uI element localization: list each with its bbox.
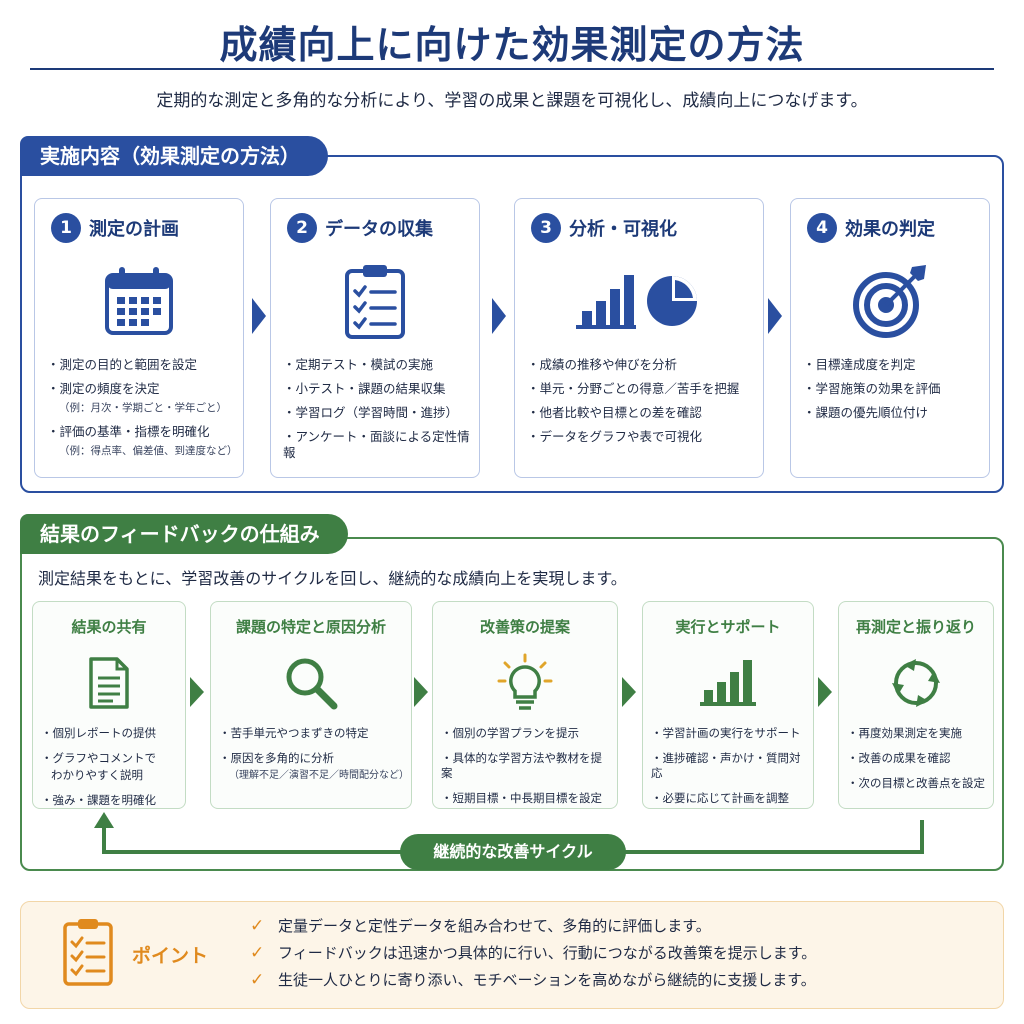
cycle-connector: [102, 826, 106, 854]
step-item-list: 成績の推移や伸びを分析 単元・分野ごとの得意／苦手を把握 他者比較や目標との差を…: [527, 357, 757, 453]
calendar-icon: [35, 261, 243, 341]
checkmark-icon: ✓: [250, 970, 265, 990]
point-item: ✓フィードバックは迅速かつ具体的に行い、行動につながる改善策を提示します。: [250, 943, 817, 963]
point-label: ポイント: [132, 945, 209, 967]
list-item: 改善の成果を確認: [847, 751, 989, 766]
list-item: データをグラフや表で可視化: [527, 429, 757, 445]
list-item: 測定の目的と範囲を設定: [47, 357, 237, 373]
list-item: 小テスト・課題の結果収集: [283, 381, 473, 397]
point-list: ✓定量データと定性データを組み合わせて、多角的に評価します。 ✓フィードバックは…: [250, 916, 816, 997]
list-item: 進捗確認・声かけ・質問対応: [651, 751, 809, 781]
step-title: 効果の判定: [845, 219, 935, 240]
list-item: 強み・課題を明確化: [41, 793, 181, 808]
bar-pie-chart-icon: [515, 261, 763, 341]
list-item: 再度効果測定を実施: [847, 726, 989, 741]
arrow-up-icon: [94, 812, 114, 828]
list-item: 成績の推移や伸びを分析: [527, 357, 757, 373]
list-item: 測定の頻度を決定（例：月次・学期ごと・学年ごと）: [47, 381, 237, 416]
step-number: 4: [807, 213, 837, 243]
magnifier-icon: [211, 650, 411, 716]
feedback-item-list: 苦手単元やつまずきの特定 原因を多角的に分析（理解不足／演習不足／時間配分など）: [219, 726, 409, 793]
feedback-card-support: 実行とサポート 学習計画の実行をサポート 進捗確認・声かけ・質問対応 必要に応じ…: [642, 601, 814, 809]
feedback-card-title: 実行とサポート: [675, 618, 781, 636]
arrow-right-icon: [622, 677, 636, 707]
step-title: 分析・可視化: [569, 219, 677, 240]
list-item: 個別の学習プランを提示: [441, 726, 613, 741]
point-item: ✓定量データと定性データを組み合わせて、多角的に評価します。: [250, 916, 711, 936]
step-number: 1: [51, 213, 81, 243]
list-item: 具体的な学習方法や教材を提案: [441, 751, 613, 781]
target-icon: [791, 261, 989, 341]
page-subtitle: 定期的な測定と多角的な分析により、学習の成果と課題を可視化し、成績向上につなげま…: [156, 91, 868, 111]
list-item: 定期テスト・模試の実施: [283, 357, 473, 373]
arrow-right-icon: [818, 677, 832, 707]
feedback-item-list: 再度効果測定を実施 改善の成果を確認 次の目標と改善点を設定: [847, 726, 989, 801]
list-item: 学習施策の効果を評価: [803, 381, 983, 397]
page-title: 成績向上に向けた効果測定の方法: [219, 23, 805, 67]
step-title: 測定の計画: [89, 219, 179, 240]
arrow-right-icon: [190, 677, 204, 707]
step-item-list: 定期テスト・模試の実施 小テスト・課題の結果収集 学習ログ（学習時間・進捗） ア…: [283, 357, 473, 469]
bar-chart-icon: [643, 650, 813, 716]
point-box: [20, 901, 1004, 1009]
title-divider: [30, 68, 994, 70]
feedback-card-proposal: 改善策の提案 個別の学習プランを提示 具体的な学習方法や教材を提案 短期目標・中…: [432, 601, 618, 809]
list-item: 課題の優先順位付け: [803, 405, 983, 421]
feedback-card-title: 再測定と振り返り: [855, 618, 976, 636]
feedback-section-description: 測定結果をもとに、学習改善のサイクルを回し、継続的な成績向上を実現します。: [38, 569, 627, 588]
step-card-evaluate: 4 効果の判定 目標達成度を判定 学習施策の効果を評価 課題の優先順位付け: [790, 198, 990, 478]
checklist-icon: [62, 918, 114, 990]
step-number: 2: [287, 213, 317, 243]
list-item: 単元・分野ごとの得意／苦手を把握: [527, 381, 757, 397]
list-item: アンケート・面談による定性情報: [283, 429, 473, 461]
checkmark-icon: ✓: [250, 916, 265, 936]
list-item: 個別レポートの提供: [41, 726, 181, 741]
list-item: 学習計画の実行をサポート: [651, 726, 809, 741]
measurement-section: [20, 155, 1004, 493]
cycle-connector: [920, 820, 924, 854]
list-item: 他者比較や目標との差を確認: [527, 405, 757, 421]
feedback-card-title: 改善策の提案: [479, 618, 570, 636]
clipboard-checklist-icon: [271, 261, 479, 341]
feedback-section: [20, 537, 1004, 871]
step-item-list: 測定の目的と範囲を設定 測定の頻度を決定（例：月次・学期ごと・学年ごと） 評価の…: [47, 357, 238, 467]
feedback-card-title: 結果の共有: [71, 618, 147, 636]
arrow-right-icon: [414, 677, 428, 707]
arrow-right-icon: [768, 298, 782, 334]
cycle-label: 継続的な改善サイクル: [400, 834, 626, 870]
document-icon: [33, 650, 185, 716]
feedback-section-heading: 結果のフィードバックの仕組み: [20, 514, 348, 554]
step-card-collect: 2 データの収集 定期テスト・模試の実施 小テスト・課題の結果収集 学習ログ（学…: [270, 198, 480, 478]
measurement-section-heading: 実施内容（効果測定の方法）: [20, 136, 328, 176]
list-item: 目標達成度を判定: [803, 357, 983, 373]
feedback-card-remeasure: 再測定と振り返り 再度効果測定を実施 改善の成果を確認 次の目標と改善点を設定: [838, 601, 994, 809]
list-item: 次の目標と改善点を設定: [847, 776, 989, 791]
step-number: 3: [531, 213, 561, 243]
feedback-card-title: 課題の特定と原因分析: [235, 618, 386, 636]
list-item: 学習ログ（学習時間・進捗）: [283, 405, 473, 421]
point-item: ✓生徒一人ひとりに寄り添い、モチベーションを高めながら継続的に支援します。: [250, 970, 816, 990]
step-item-list: 目標達成度を判定 学習施策の効果を評価 課題の優先順位付け: [803, 357, 983, 429]
list-item: 必要に応じて計画を調整: [651, 791, 809, 806]
step-card-analyze: 3 分析・可視化 成績の推移や伸びを分析 単元・分野ごとの得意／苦手を把握 他者…: [514, 198, 764, 478]
step-card-plan: 1 測定の計画 測定の目的と範囲を設定 測定の頻度を決定（例：月次・学期ごと・学…: [34, 198, 244, 478]
list-item: 苦手単元やつまずきの特定: [219, 726, 407, 741]
cycle-arrows-icon: [839, 650, 993, 716]
feedback-item-list: 学習計画の実行をサポート 進捗確認・声かけ・質問対応 必要に応じて計画を調整: [651, 726, 809, 816]
arrow-right-icon: [492, 298, 506, 334]
list-item: 評価の基準・指標を明確化（例：得点率、偏差値、到達度など）: [47, 424, 238, 459]
lightbulb-icon: [433, 650, 617, 716]
list-item: 短期目標・中長期目標を設定: [441, 791, 613, 806]
feedback-card-analysis: 課題の特定と原因分析 苦手単元やつまずきの特定 原因を多角的に分析（理解不足／演…: [210, 601, 412, 809]
checkmark-icon: ✓: [250, 943, 265, 963]
feedback-item-list: 個別の学習プランを提示 具体的な学習方法や教材を提案 短期目標・中長期目標を設定: [441, 726, 613, 816]
list-item: 原因を多角的に分析（理解不足／演習不足／時間配分など）: [219, 751, 409, 783]
arrow-right-icon: [252, 298, 266, 334]
step-title: データの収集: [325, 219, 433, 240]
